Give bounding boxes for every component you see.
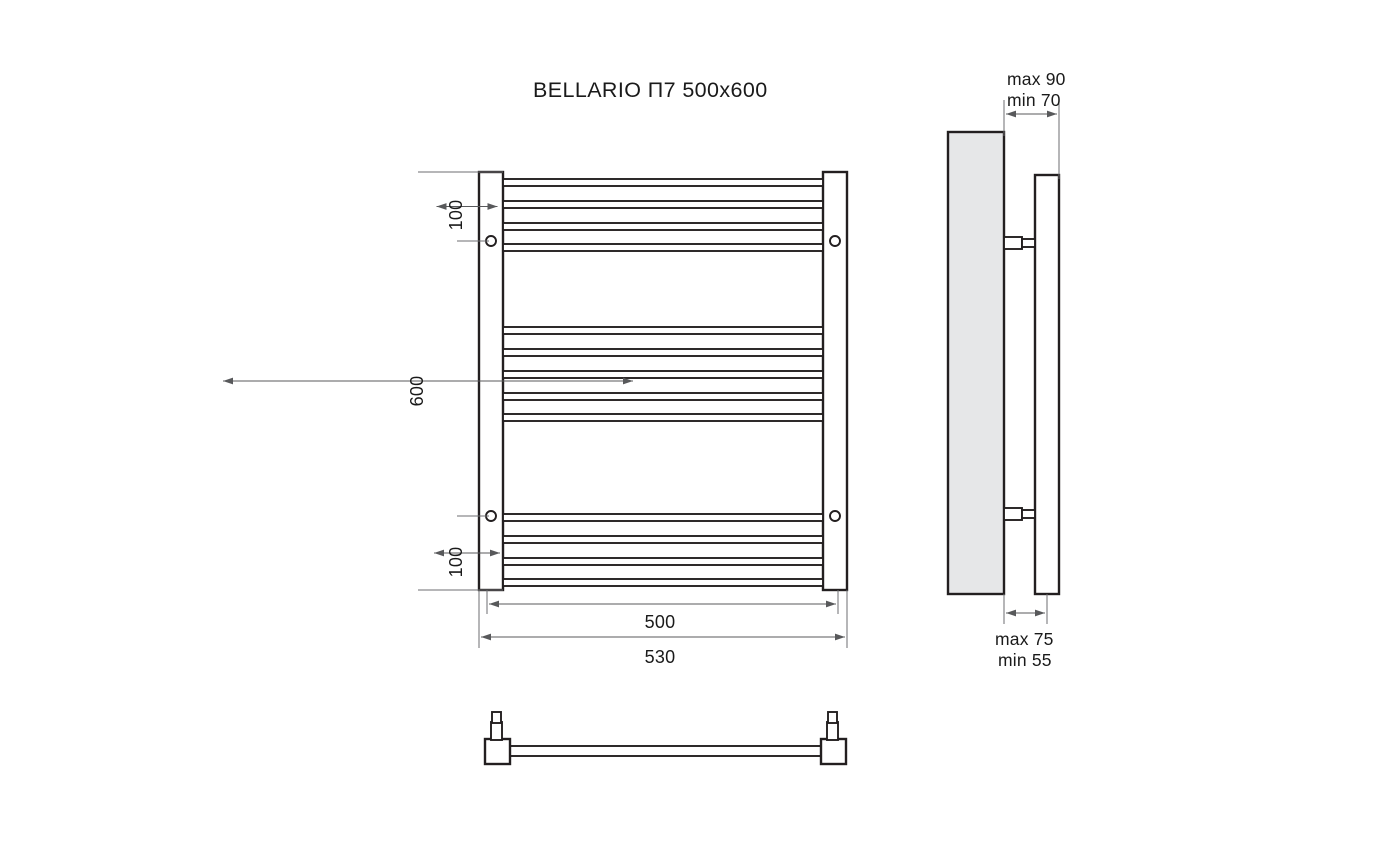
dimension-top-offset: 100 [436, 171, 503, 242]
rail-group-bottom [502, 513, 824, 587]
dimension-total-height: 600 [223, 171, 633, 591]
bracket-lower-stud [1021, 509, 1036, 519]
plan-left-cap [491, 711, 502, 724]
rail [502, 200, 824, 209]
dimension-label-inner-width: 500 [645, 612, 676, 632]
rail [502, 392, 824, 401]
rail [502, 535, 824, 544]
plan-right-post [826, 721, 839, 741]
dimension-label-top-offset: 100 [446, 200, 466, 231]
side-view-group: max 90 min 70 max 75 min 55 [946, 69, 1066, 670]
dimension-inner-width: 500 [486, 590, 839, 632]
bracket-lower [1003, 507, 1023, 521]
side-dimension-label-top-max: max 90 [1007, 69, 1066, 89]
dimension-label-bottom-offset: 100 [446, 547, 466, 578]
dimension-side-top: max 90 min 70 [1003, 69, 1066, 179]
side-dimension-label-bottom-max: max 75 [995, 629, 1054, 649]
right-manifold [821, 170, 849, 592]
rail-group-top [502, 178, 824, 252]
rail [502, 222, 824, 231]
plan-view-group [483, 711, 848, 766]
mount-point-top-right [829, 235, 841, 247]
rail [502, 243, 824, 252]
rail [502, 370, 824, 379]
dimension-bottom-offset: 100 [434, 515, 503, 591]
plan-right-block [819, 737, 848, 766]
bracket-upper-stud [1021, 238, 1036, 248]
dimension-side-bottom: max 75 min 55 [995, 594, 1054, 670]
side-rail-profile [1033, 173, 1061, 596]
plan-left-post [490, 721, 503, 741]
rail [502, 348, 824, 357]
drawing-title: BELLARIO П7 500x600 [533, 78, 768, 102]
bracket-upper [1003, 236, 1023, 250]
side-dimension-label-bottom-min: min 55 [998, 650, 1052, 670]
wall-panel [946, 130, 1006, 596]
rail [502, 178, 824, 187]
side-dimension-label-top-min: min 70 [1007, 90, 1061, 110]
rail [502, 578, 824, 587]
rail [502, 513, 824, 522]
rail [502, 557, 824, 566]
plan-left-block [483, 737, 512, 766]
rail [502, 413, 824, 422]
rail [502, 326, 824, 335]
rail-group-middle [502, 326, 824, 422]
front-view-group: 100 600 100 500 [223, 170, 849, 667]
dimension-outer-width: 530 [478, 590, 848, 667]
mount-point-bottom-right [829, 510, 841, 522]
dimension-label-total-height: 600 [407, 376, 427, 407]
plan-crossbar [499, 745, 831, 757]
dimension-label-outer-width: 530 [645, 647, 676, 667]
plan-right-cap [827, 711, 838, 724]
